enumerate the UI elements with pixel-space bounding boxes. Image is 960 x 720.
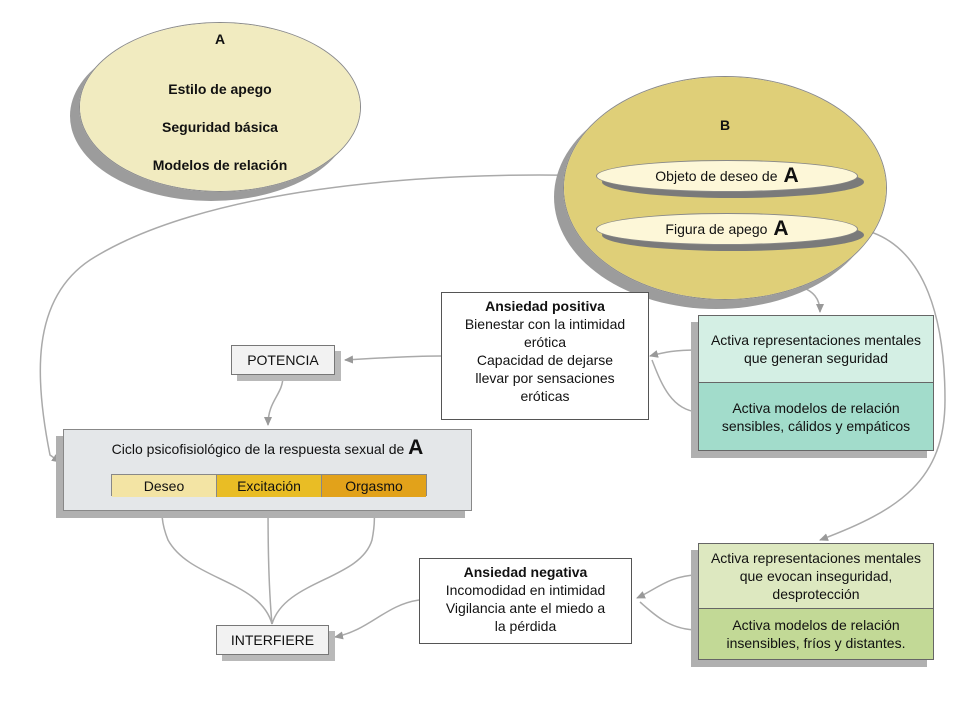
activa-insegura-group: Activa representaciones mentales que evo…	[698, 543, 934, 660]
pill-objeto-text: Objeto de deseo de	[655, 168, 778, 184]
activa-insegura-top: Activa representaciones mentales que evo…	[698, 543, 934, 609]
arrow-insegura-to-negativa	[636, 574, 699, 599]
phase-bar: Deseo Excitación Orgasmo	[111, 474, 427, 497]
ciclo-title-letter: A	[408, 436, 424, 459]
pill-objeto-letter: A	[783, 164, 799, 187]
arrow-potencia-to-ciclo	[264, 375, 284, 426]
ellipse-a-line-1: Estilo de apego	[168, 81, 272, 97]
ellipse-a-fill	[80, 23, 360, 191]
ciclo-title: Ciclo psicofisiológico de la respuesta s…	[64, 436, 471, 460]
arrow-interfiere-to-excitacion	[264, 496, 273, 625]
ansiedad-positiva-box: Ansiedad positiva Bienestar con la intim…	[441, 292, 649, 420]
pill-objeto-de-deseo: Objeto de deseo de A	[596, 160, 858, 192]
arrow-insegura-bottom-to-negativa	[639, 601, 699, 631]
phase-deseo: Deseo	[112, 475, 217, 497]
ellipse-a: A Estilo de apego Seguridad básica Model…	[79, 22, 361, 192]
activa-insegura-bottom: Activa modelos de relación insensibles, …	[698, 608, 934, 660]
ellipse-b-letter: B	[719, 117, 731, 133]
ansiedad-positiva-line-3: Capacidad de dejarse	[476, 352, 614, 368]
arrow-objeto-to-ciclo	[39, 174, 601, 463]
pill-figura-de-apego: Figura de apego A	[596, 213, 858, 245]
ansiedad-positiva-line-2: erótica	[523, 334, 567, 350]
ansiedad-negativa-title: Ansiedad negativa	[463, 564, 588, 580]
ansiedad-negativa-line-1: Incomodidad en intimidad	[445, 582, 606, 598]
arrow-interfiere-to-orgasmo	[271, 496, 378, 625]
ellipse-a-line-3: Modelos de relación	[152, 157, 288, 173]
arrow-figura-to-insegura	[819, 227, 946, 541]
arrow-interfiere-to-deseo	[158, 496, 273, 625]
ansiedad-negativa-line-3: la pérdida	[494, 618, 557, 634]
ellipse-a-letter: A	[214, 31, 226, 47]
ansiedad-positiva-line-4: llevar por sensaciones	[475, 370, 615, 386]
arrow-segura-bottom-to-positiva	[651, 359, 699, 413]
arrow-positiva-to-potencia	[344, 355, 442, 364]
phase-orgasmo: Orgasmo	[322, 475, 426, 497]
activa-segura-group: Activa representaciones mentales que gen…	[698, 315, 934, 451]
activa-segura-top: Activa representaciones mentales que gen…	[698, 315, 934, 383]
ansiedad-positiva-title: Ansiedad positiva	[485, 298, 605, 314]
ansiedad-positiva-line-1: Bienestar con la intimidad	[464, 316, 626, 332]
arrow-negativa-to-interfiere	[334, 599, 420, 640]
ansiedad-negativa-box: Ansiedad negativa Incomodidad en intimid…	[419, 558, 632, 644]
ellipse-a-line-2: Seguridad básica	[162, 119, 278, 135]
pill-figura-letter: A	[773, 217, 789, 240]
activa-segura-bottom: Activa modelos de relación sensibles, cá…	[698, 382, 934, 451]
pill-figura-text: Figura de apego	[665, 221, 768, 237]
ansiedad-negativa-line-2: Vigilancia ante el miedo a	[445, 600, 606, 616]
phase-excitacion: Excitación	[217, 475, 322, 497]
interfiere-box: INTERFIERE	[216, 625, 329, 655]
ciclo-box: Ciclo psicofisiológico de la respuesta s…	[63, 429, 472, 511]
ciclo-title-text: Ciclo psicofisiológico de la respuesta s…	[111, 441, 405, 457]
ansiedad-positiva-line-5: eróticas	[520, 388, 570, 404]
arrow-segura-to-positiva	[649, 349, 699, 358]
potencia-box: POTENCIA	[231, 345, 335, 375]
